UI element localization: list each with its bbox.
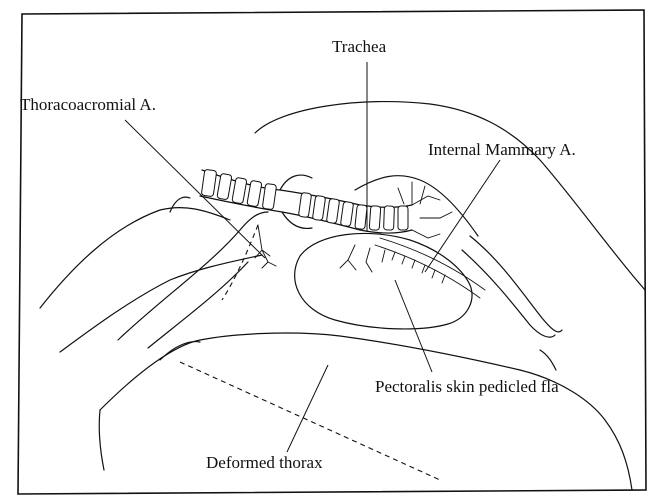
figure-frame [18,10,646,494]
internal-mammary-label: Internal Mammary A. [428,140,576,159]
thoracoacromial-label: Thoracoacromial A. [20,95,156,114]
deformed-thorax-label: Deformed thorax [206,453,323,472]
trachea-rings [201,169,408,230]
flap-pedicle-2 [375,245,480,298]
trachea-label: Trachea [332,37,387,56]
pectoralis-flap-label: Pectoralis skin pedicled fla [375,377,559,396]
flap-branches [340,245,385,272]
flap-vessel-ticks [392,252,445,283]
right-limb-lower [462,250,555,337]
right-hook [540,350,556,370]
torso-right-contour [160,342,200,360]
ta-vessel-branches [255,250,276,268]
trachea-right-branches [412,196,452,238]
left-shoulder-bump [170,197,190,212]
right-limb-upper [470,236,562,332]
trachea-upper-vessels [398,182,425,204]
chest-lower-contour [100,333,520,410]
deformed-thorax-leader [287,365,328,452]
clavicle-strip [118,212,268,340]
pectoralis-leader [395,280,432,372]
left-arm-contour [40,208,230,308]
anatomy-outlines [40,102,645,490]
trachea-tube [200,169,452,238]
internal-mammary-leader [425,160,500,272]
trachea-curve [280,175,312,190]
pectoralis-flap-outline [295,233,485,328]
left-lower-contour [99,410,104,470]
